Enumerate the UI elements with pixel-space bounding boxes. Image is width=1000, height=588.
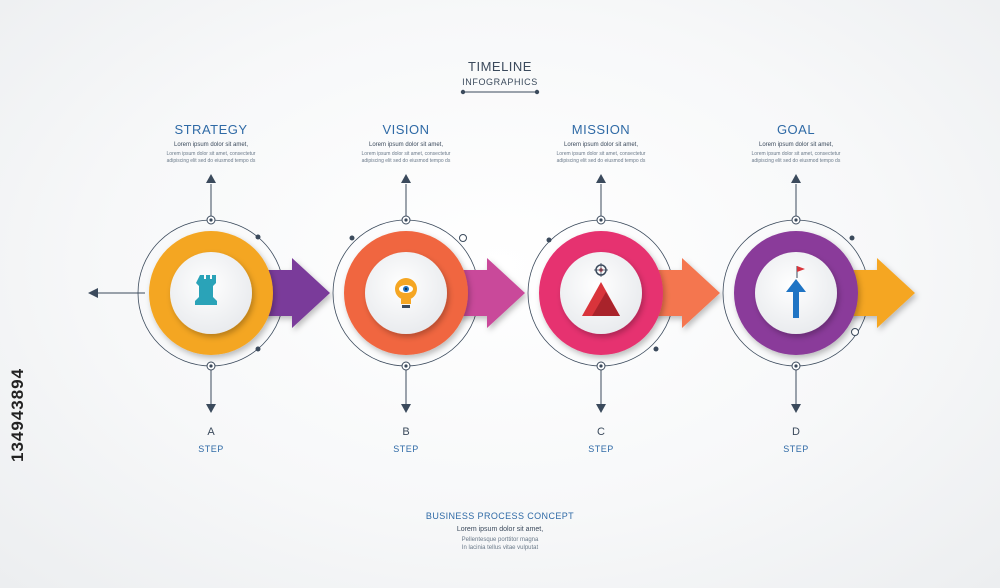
step-d-line3: adipiscing elit sed do eiusmod tempo ds <box>751 158 841 164</box>
step-d-title: GOAL <box>776 122 816 137</box>
step-a-step-label: STEP <box>198 444 224 454</box>
step-b-title: VISION <box>382 122 430 137</box>
step-a-line2: Lorem ipsum dolor sit amet, consectetur <box>166 151 256 157</box>
start-arrow <box>88 288 145 298</box>
step-c-node <box>527 174 720 413</box>
step-b-letter: B <box>402 426 410 438</box>
step-d-node <box>722 174 915 413</box>
stock-id-number: 134943894 <box>8 367 27 463</box>
step-a-line3: adipiscing elit sed do eiusmod tempo ds <box>166 158 256 164</box>
step-d-step-label: STEP <box>783 444 809 454</box>
header-divider <box>460 89 540 95</box>
step-c-title: MISSION <box>571 122 631 137</box>
step-c-line3: adipiscing elit sed do eiusmod tempo ds <box>556 158 646 164</box>
step-c-letter: C <box>597 426 605 438</box>
step-d-line1: Lorem ipsum dolor sit amet, <box>758 142 834 148</box>
header-subtitle: INFOGRAPHICS <box>462 77 538 87</box>
step-b-node <box>332 174 525 413</box>
footer-line1: Lorem ipsum dolor sit amet, <box>456 526 544 533</box>
step-a-title: STRATEGY <box>174 122 248 137</box>
step-c-step-label: STEP <box>588 444 614 454</box>
step-c-line1: Lorem ipsum dolor sit amet, <box>563 142 639 148</box>
footer-line2: Pellentesque porttitor magna <box>461 537 539 543</box>
step-b-line1: Lorem ipsum dolor sit amet, <box>368 142 444 148</box>
step-b-line3: adipiscing elit sed do eiusmod tempo ds <box>361 158 451 164</box>
footer-title: BUSINESS PROCESS CONCEPT <box>425 511 575 521</box>
step-b-line2: Lorem ipsum dolor sit amet, consectetur <box>361 151 451 157</box>
mountain-target-icon <box>582 263 620 316</box>
step-d-letter: D <box>792 426 800 438</box>
step-b-step-label: STEP <box>393 444 419 454</box>
flag-arrow-up-icon <box>786 266 806 318</box>
step-a-letter: A <box>207 426 215 438</box>
step-d-line2: Lorem ipsum dolor sit amet, consectetur <box>751 151 841 157</box>
lightbulb-eye-icon <box>395 278 417 308</box>
footer-line3: In lacinia tellus vitae vulputat <box>461 545 539 551</box>
step-a-line1: Lorem ipsum dolor sit amet, <box>173 142 249 148</box>
header-title: TIMELINE <box>468 59 532 74</box>
step-a-node <box>137 174 330 413</box>
chess-rook-icon <box>195 275 217 305</box>
step-c-line2: Lorem ipsum dolor sit amet, consectetur <box>556 151 646 157</box>
